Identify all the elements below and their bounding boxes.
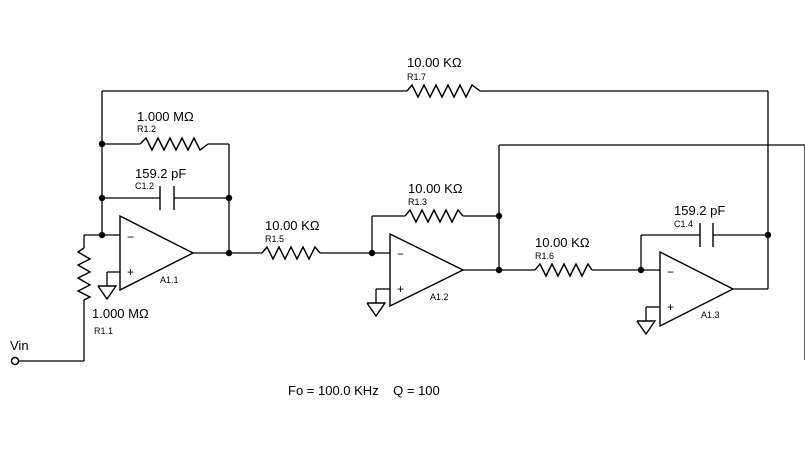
resistor-icon [261,245,321,261]
resistor-value: 1.000 MΩ [92,306,149,321]
resistor-value: 10.00 KΩ [407,55,462,70]
junction-dot [98,231,106,239]
capacitor-value: 159.2 pF [674,203,725,218]
resistor-ref: R1.7 [407,72,426,82]
opamp-ref: A1.3 [701,310,720,320]
resistor-value: 10.00 KΩ [535,235,590,250]
ground-icon [636,320,657,336]
resistor-r1-3: 10.00 KΩ R1.3 [404,181,464,224]
resistor-r1-7: 10.00 KΩ R1.7 [406,55,481,99]
inverting-input-sign: − [667,265,674,279]
junction-dot [764,231,772,239]
opamp-a1-2: − + A1.2 [389,232,465,308]
junction-dot [225,194,233,202]
noninverting-input-sign: + [667,300,674,314]
capacitor-ref: C1.2 [135,181,154,191]
resistor-icon [404,208,464,224]
resistor-icon [534,262,593,278]
resistor-value: 1.000 MΩ [137,109,194,124]
resistor-icon [406,83,481,99]
resistor-ref: R1.1 [94,326,113,336]
resistor-ref: R1.5 [265,234,284,244]
inverting-input-sign: − [127,230,134,244]
ground-icon [366,302,387,318]
resistor-ref: R1.6 [535,251,554,261]
resistor-ref: R1.3 [408,197,427,207]
junction-dot [495,212,503,220]
capacitor-icon [159,186,175,210]
opamp-a1-1: − + A1.1 [119,214,195,292]
resistor-icon [139,136,209,152]
vin-terminal: Vin [10,338,29,366]
junction-dot [98,194,106,202]
opamp-ref: A1.2 [430,292,449,302]
opamp-icon [659,250,735,328]
noninverting-input-sign: + [127,265,134,279]
resistor-r1-2: 1.000 MΩ R1.2 [137,109,209,152]
input-terminal-icon [10,356,20,366]
junction-dot [98,140,106,148]
resistor-r1-6: 10.00 KΩ R1.6 [534,235,593,278]
junction-dots [98,140,772,274]
inverting-input-sign: − [397,247,404,261]
opamp-a1-3: − + A1.3 [659,250,735,328]
resistor-r1-5: 10.00 KΩ R1.5 [261,218,321,261]
opamp-ref: A1.1 [160,275,179,285]
resistor-value: 10.00 KΩ [408,181,463,196]
ground-icon [97,285,118,301]
capacitor-ref: C1.4 [674,219,693,229]
filter-parameters: Fo = 100.0 KHz Q = 100 [288,383,440,398]
resistor-icon [76,247,92,301]
junction-dot [225,249,233,257]
resistor-ref: R1.2 [137,124,156,134]
capacitor-icon [699,223,714,247]
capacitor-value: 159.2 pF [135,166,186,181]
opamp-icon [119,214,195,292]
resistor-r1-1: 1.000 MΩ R1.1 [76,247,149,336]
opamp-icon [389,232,465,308]
noninverting-input-sign: + [397,282,404,296]
junction-dot [637,266,645,274]
junction-dot [495,266,503,274]
capacitor-c1-2: 159.2 pF C1.2 [135,166,186,210]
vin-label: Vin [10,338,29,353]
junction-dot [368,249,376,257]
capacitor-c1-4: 159.2 pF C1.4 [674,203,725,247]
resistor-value: 10.00 KΩ [265,218,320,233]
